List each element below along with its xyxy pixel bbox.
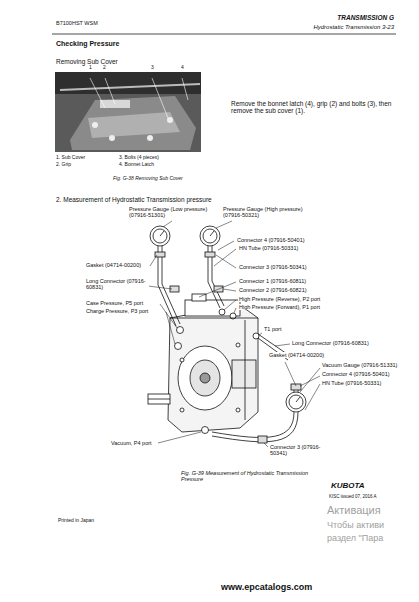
- part-label: Long Connector (07916-60831): [85, 278, 149, 291]
- callout-number: 1: [88, 65, 93, 71]
- part-label: Connector 3 (07916-50341): [238, 264, 308, 270]
- part-label: HN Tube (07916-50331): [238, 245, 299, 251]
- part-label: Long Connector (07916-60831): [291, 340, 370, 346]
- legend-item: 4. Bonnet Latch: [118, 162, 155, 168]
- legend-item: 3. Bolts (4 pieces): [118, 155, 160, 161]
- subheading: Removing Sub Cover: [55, 58, 119, 65]
- part-label: Connector 3 (07916-50341): [269, 444, 333, 457]
- body-text: Remove the bonnet latch (4), grip (2) an…: [230, 100, 400, 115]
- figure-caption: Fig. G-39 Measurement of Hydrostatic Tra…: [180, 470, 322, 483]
- part-label: Connector 1 (07916-60811): [238, 278, 307, 284]
- section-heading: 2. Measurement of Hydrostatic Transmissi…: [55, 196, 213, 203]
- callout-number: 3: [150, 65, 155, 71]
- port-label: Vacuum, P4 port: [110, 440, 153, 446]
- sub-cover-photo: [55, 72, 201, 152]
- header-rule: [52, 34, 396, 35]
- watermark: Активация: [326, 504, 382, 517]
- port-label: Case Pressure, P5 port: [85, 300, 144, 306]
- callout-number: 4: [180, 65, 185, 71]
- section-subheading: Hydrostatic Transmission 3-23: [312, 24, 395, 31]
- part-label: Gasket (04714-00200): [268, 352, 325, 358]
- watermark: Чтобы активи: [326, 520, 385, 530]
- watermark: раздел "Пара: [326, 533, 384, 543]
- part-label: HN Tube (07916-50331): [321, 380, 382, 386]
- port-label: T1 port: [263, 326, 282, 332]
- legend-item: 1. Sub Cover: [55, 155, 86, 161]
- part-label: Vacuum Gauge (07916-51331): [321, 362, 398, 368]
- brand-logo: KUBOTA: [330, 481, 366, 490]
- figure-caption: Fig. G-38 Removing Sub Cover: [112, 176, 184, 182]
- port-label: High Pressure (Reverse), P2 port: [238, 296, 321, 302]
- part-label: Gasket (04714-00200): [85, 262, 142, 268]
- footer-note: Printed in Japan: [57, 518, 95, 524]
- page-heading: Checking Pressure: [55, 40, 120, 48]
- hst-pump: [148, 294, 259, 434]
- part-label: Pressure Gauge (High pressure) (07916-50…: [222, 206, 314, 219]
- legend-item: 2. Grip: [55, 162, 72, 168]
- manual-code: B7100HST WSM: [55, 20, 99, 26]
- section-heading: TRANSMISSION G: [336, 14, 395, 21]
- issue-note: KISC issued 07, 2016 A: [328, 494, 378, 499]
- port-label: Charge Pressure, P3 port: [85, 308, 149, 314]
- part-label: Pressure Gauge (Low pressure) (07916-513…: [128, 206, 220, 219]
- gauges-and-tubes: [150, 226, 306, 443]
- leader-lines: [148, 221, 320, 447]
- part-label: Connector 4 (07916-50401): [236, 237, 306, 243]
- callout-number: 2: [102, 65, 107, 71]
- port-label: High Pressure (Forward), P1 port: [238, 304, 321, 310]
- part-label: Connector 4 (07916-50401): [321, 371, 391, 377]
- part-label: Connector 2 (07916-60821): [238, 287, 308, 293]
- website-url: www.epcatalogs.com: [220, 582, 313, 592]
